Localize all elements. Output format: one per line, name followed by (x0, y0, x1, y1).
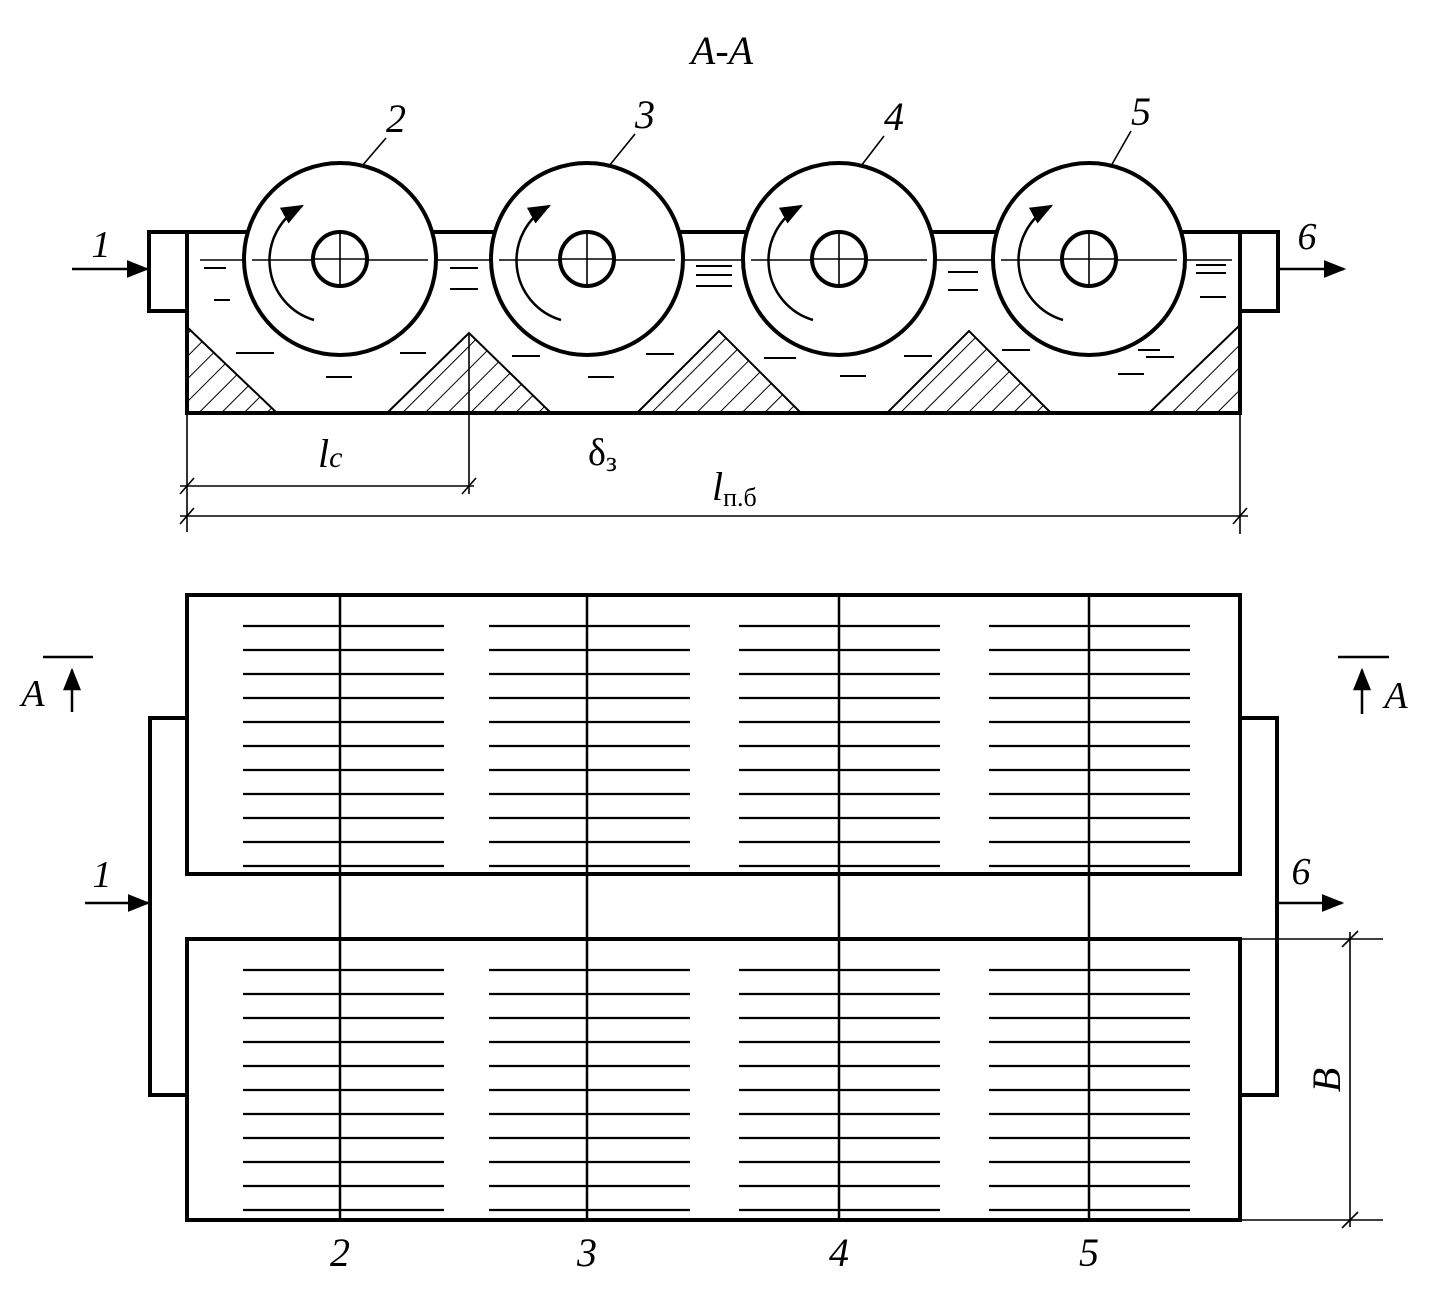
b-dimension: B (1240, 930, 1383, 1229)
plan-outlet-label: 6 (1292, 851, 1311, 893)
dimensions (179, 333, 1248, 534)
rotation-arrow-icon (268, 204, 315, 322)
section-mark-right-label: A (1381, 675, 1408, 717)
plan-view: 1 6 A A B 2 3 4 5 (18, 593, 1408, 1275)
section-view: A-A 2 3 4 5 1 6 (72, 28, 1347, 534)
outlet-flange (1238, 230, 1280, 313)
drum-leader-line (608, 133, 636, 167)
plan-number-2: 2 (330, 1230, 350, 1275)
lpb-label: lп.б (712, 464, 757, 512)
inlet-flange (147, 230, 189, 313)
outlet-manifold (1240, 716, 1279, 1097)
drum-label-5: 5 (1131, 89, 1151, 134)
section-mark-right: A (1338, 655, 1408, 717)
drum-2 (242, 161, 438, 357)
plan-number-5: 5 (1079, 1230, 1099, 1275)
tank-body (185, 232, 1242, 415)
drum-label-3: 3 (634, 92, 655, 137)
drum-3 (489, 161, 685, 357)
b-label: B (1304, 1068, 1349, 1092)
drums (242, 161, 1187, 357)
drum-leader-line (1110, 130, 1132, 167)
lc-label: lc (318, 431, 342, 476)
plan-number-3: 3 (576, 1230, 597, 1275)
outlet-label: 6 (1298, 216, 1317, 258)
plan-number-4: 4 (829, 1230, 849, 1275)
drum-label-2: 2 (386, 96, 406, 141)
rotation-arrow-icon (767, 204, 814, 322)
upper-bath (185, 593, 1242, 876)
drum-5 (991, 161, 1187, 357)
section-title: A-A (688, 28, 754, 73)
plan-drum-numbers: 2 3 4 5 (330, 1230, 1099, 1275)
inlet-manifold (148, 716, 187, 1097)
delta-label: δз (588, 432, 617, 478)
lower-bath (185, 937, 1242, 1222)
drum-leader-line (860, 135, 885, 167)
drum-label-4: 4 (884, 94, 904, 139)
drum-4 (741, 161, 937, 357)
drum-labels: 2 3 4 5 (361, 89, 1151, 167)
liquid-dashes (204, 264, 1226, 378)
section-mark-left: A (18, 655, 93, 715)
plan-inlet-label: 1 (93, 854, 112, 896)
plan-drum-lines (243, 595, 1190, 1220)
section-mark-left-label: A (18, 673, 45, 715)
rotation-arrow-icon (1017, 204, 1064, 322)
drum-leader-line (361, 137, 387, 167)
inlet-label: 1 (92, 224, 111, 266)
rotation-arrow-icon (515, 204, 562, 322)
